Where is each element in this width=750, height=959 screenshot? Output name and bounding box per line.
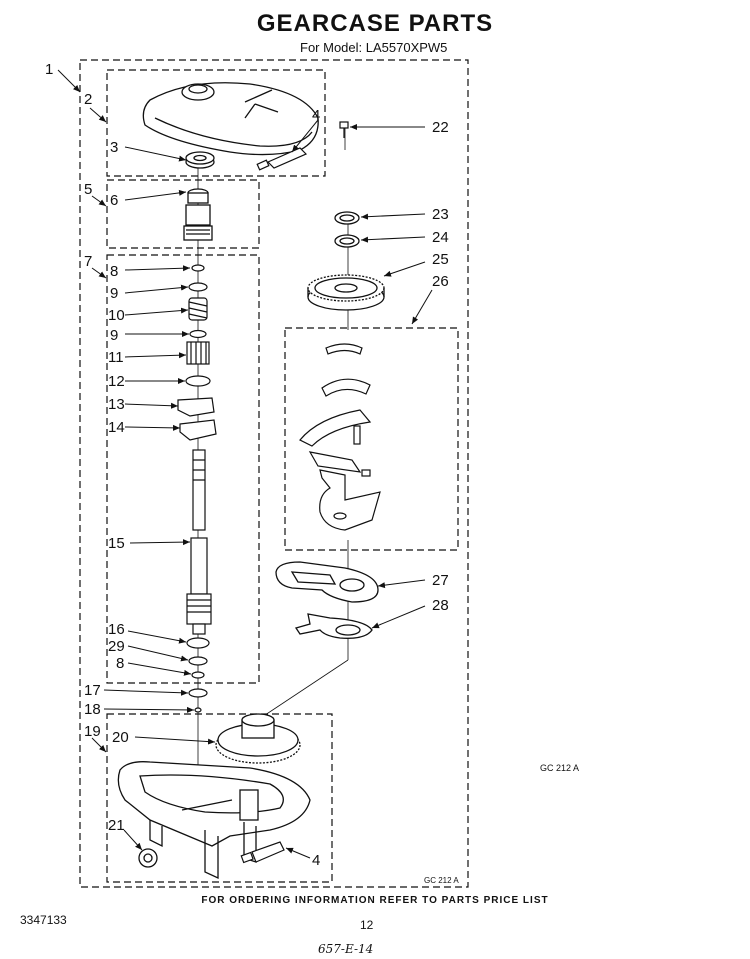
gearcase-body xyxy=(117,761,311,880)
cover-seal xyxy=(185,151,215,169)
callout-27: 27 xyxy=(432,572,449,589)
callout-8-top: 8 xyxy=(110,263,118,280)
callout-1: 1 xyxy=(45,61,53,78)
callout-22: 22 xyxy=(432,119,449,136)
drive-gear xyxy=(307,274,385,311)
lower-washers xyxy=(186,637,210,713)
callout-12: 12 xyxy=(108,373,125,390)
callout-5: 5 xyxy=(84,181,92,198)
callout-17: 17 xyxy=(84,682,101,699)
callout-6: 6 xyxy=(110,192,118,209)
gearcase-cover xyxy=(142,82,319,156)
callout-11: 11 xyxy=(108,349,124,366)
page-number: 12 xyxy=(360,918,374,932)
shift-cam xyxy=(275,561,379,603)
shift-assembly xyxy=(299,343,381,531)
sealant-tube-bottom xyxy=(240,841,285,864)
case-frame xyxy=(106,713,333,883)
callout-29: 29 xyxy=(108,638,125,655)
callout-2: 2 xyxy=(84,91,92,108)
callout-4-bottom: 4 xyxy=(312,852,320,869)
callout-10: 10 xyxy=(108,307,125,324)
callout-20: 20 xyxy=(112,729,129,746)
pinion-frame xyxy=(106,179,260,249)
callout-21: 21 xyxy=(108,817,125,834)
callout-3: 3 xyxy=(110,139,118,156)
document-number: 3347133 xyxy=(20,913,67,927)
callout-8-low: 8 xyxy=(116,655,124,672)
callout-13: 13 xyxy=(108,396,125,413)
page-title: GEARCASE PARTS xyxy=(256,10,494,37)
sealant-tube-top xyxy=(256,147,308,171)
callout-23: 23 xyxy=(432,206,449,223)
pinion-gear xyxy=(183,188,213,241)
ordering-note: FOR ORDERING INFORMATION REFER TO PARTS … xyxy=(201,895,549,906)
shaft-frame xyxy=(106,254,260,684)
agitator-shaft xyxy=(186,449,212,635)
callout-28: 28 xyxy=(432,597,449,614)
callout-15: 15 xyxy=(108,535,125,552)
model-subtitle: For Model: LA5570XPW5 xyxy=(300,40,448,55)
callout-16: 16 xyxy=(108,621,125,638)
callout-25: 25 xyxy=(432,251,449,268)
callout-24: 24 xyxy=(432,229,449,246)
figure-code-frame: GC 212 A xyxy=(424,876,459,885)
washers-23-24 xyxy=(334,211,360,248)
callout-numbers: 1 2 3 4 22 5 6 7 8 9 10 9 11 12 13 14 15… xyxy=(45,61,449,869)
callout-19: 19 xyxy=(84,723,101,740)
screw-22 xyxy=(339,121,349,138)
callout-9-mid: 9 xyxy=(110,327,118,344)
drive-pulley-gear xyxy=(215,713,301,764)
shaft-stack xyxy=(177,264,217,441)
plug-21 xyxy=(138,848,158,868)
figure-code-side: GC 212 A xyxy=(540,763,580,773)
callout-9-top: 9 xyxy=(110,285,118,302)
outer-frame xyxy=(79,59,469,888)
callout-14: 14 xyxy=(108,419,125,436)
shift-lever xyxy=(294,613,373,639)
callout-26: 26 xyxy=(432,273,449,290)
callout-7: 7 xyxy=(84,253,92,270)
callout-18: 18 xyxy=(84,701,101,718)
cover-frame xyxy=(106,69,326,177)
handwritten-note: 657-E-14 xyxy=(318,942,374,956)
callout-4-top: 4 xyxy=(312,107,320,124)
